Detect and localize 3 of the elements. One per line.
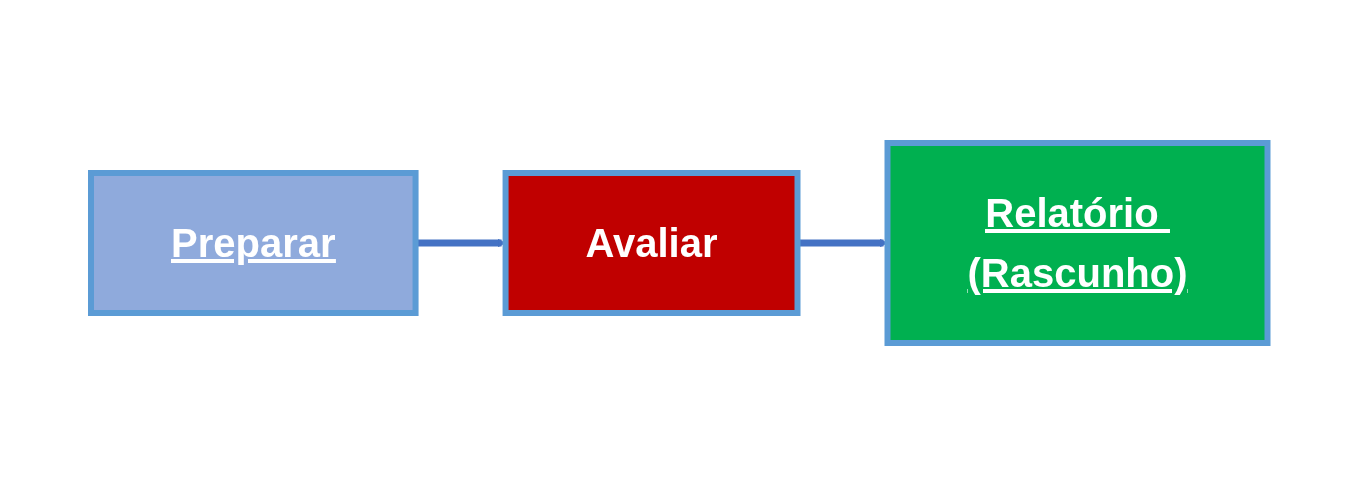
- node-box: Preparar: [88, 169, 419, 316]
- node-box: Relatório (Rascunho): [884, 139, 1271, 346]
- node-box: Avaliar: [502, 169, 801, 316]
